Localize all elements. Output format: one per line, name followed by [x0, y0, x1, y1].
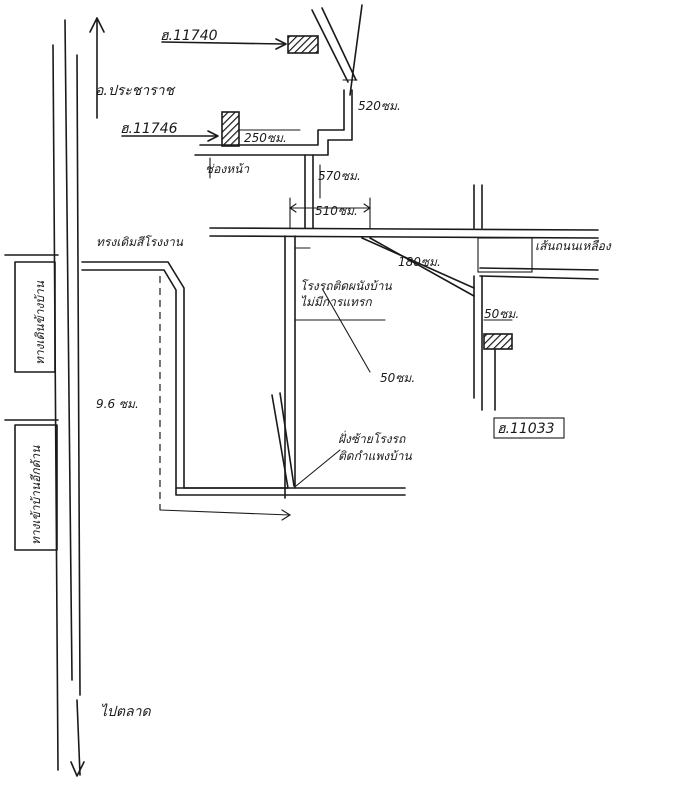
- dim-vertical-label: 9.6 ซม.: [96, 397, 139, 411]
- dist-180-label: 180ซม.: [398, 255, 441, 269]
- building-right-label: ฮ.11033: [497, 421, 555, 437]
- left-zone-label: ทรงเดิมสีโรงงาน: [96, 235, 184, 249]
- right-box: [477, 237, 533, 273]
- box-left-top-label: ทางเดินข้างบ้าน: [33, 280, 47, 365]
- rear-label: ช่องหน้า: [205, 162, 250, 176]
- dist-250-label: 250ซม.: [244, 131, 287, 145]
- diagonal-180: [361, 237, 475, 297]
- left-box-top: [4, 254, 59, 421]
- bottom-destination-label: ไปตลาด: [100, 703, 151, 720]
- top-building-symbol: [161, 35, 319, 54]
- box-left-bottom-label: ทางเข้าบ้านอีกด้าน: [29, 445, 43, 545]
- dist-50b-label: 50ซม.: [380, 371, 415, 385]
- right-building-symbol: [483, 319, 513, 350]
- stepped-path: [194, 89, 353, 229]
- note-bottom-1: ฝั่งซ้ายโรงรถ: [338, 430, 406, 446]
- top-diagonal-lines: [311, 4, 363, 96]
- dist-50a-label: 50ซม.: [484, 307, 519, 321]
- cross-road: [209, 184, 599, 280]
- road-name-label: อ.ประชาราช: [95, 83, 176, 99]
- left-footprint: [81, 261, 406, 521]
- dist-510-label: 510ซม.: [315, 204, 358, 218]
- right-house-wall: [473, 275, 496, 411]
- note-bottom-2: ติดกำแพงบ้าน: [338, 449, 412, 463]
- carport-structure: [284, 235, 386, 499]
- left-building-symbol: [121, 111, 301, 147]
- dist-570-label: 570ซม.: [318, 169, 361, 183]
- dim-510: [289, 197, 371, 229]
- bottom-diagonal-wall: [271, 392, 341, 489]
- dist-520-label: 520ซม.: [358, 99, 401, 113]
- road-edge-note-1: โรงรถติดผนังบ้าน: [300, 279, 392, 293]
- building-left-label: ฮ.11746: [120, 121, 178, 137]
- road-edge-note-2: ไม่มีการแทรก: [300, 295, 372, 309]
- main-road: [52, 17, 105, 777]
- yellow-line-label: เส้นถนนเหลือง: [535, 239, 612, 253]
- left-box-bottom: [14, 424, 58, 551]
- building-top-label: ฮ.11740: [160, 28, 218, 44]
- building-right-box: [493, 417, 565, 439]
